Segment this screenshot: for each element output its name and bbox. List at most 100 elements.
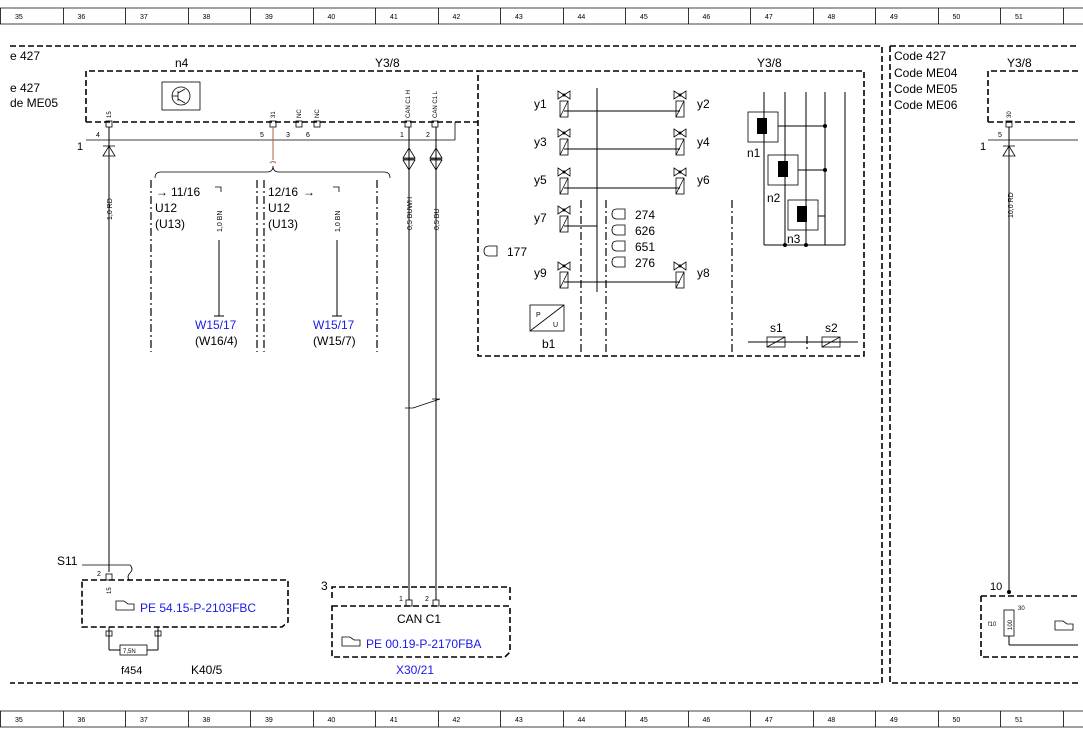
ruler-number: 43 [515, 717, 523, 724]
ruler-number: 43 [515, 14, 523, 21]
w-ref1-a[interactable]: W15/17 [195, 318, 237, 332]
ruler-number: 50 [953, 14, 961, 21]
code-left-3: de ME05 [10, 96, 58, 110]
ruler-number: 42 [453, 717, 461, 724]
x30-label[interactable]: X30/21 [396, 663, 434, 677]
f454-label: f454 [121, 665, 142, 677]
ruler-number: 40 [328, 14, 336, 21]
pin-num-4: 4 [96, 132, 100, 139]
ref2-c: (U13) [268, 217, 298, 231]
code-right-2: Code ME04 [894, 66, 958, 80]
ruler-number: 39 [265, 717, 273, 724]
code-left-1: e 427 [10, 49, 40, 63]
solenoid-valve-icon [673, 128, 687, 156]
valve-y7: y7 [534, 211, 547, 225]
k40-pe-ref[interactable]: PE 54.15-P-2103FBC [140, 601, 256, 615]
y38-control-unit-box [85, 70, 478, 123]
pin-num-1: 1 [400, 132, 404, 139]
pressure-sensor-b1 [529, 304, 565, 332]
x30-pins [405, 599, 440, 607]
pin-31: 31 [271, 111, 277, 118]
ruler-number: 41 [390, 14, 398, 21]
bn-wire-2 [332, 186, 342, 317]
valve-y4: y4 [697, 135, 710, 149]
k40-label: K40/5 [191, 663, 223, 677]
bottom-ruler [0, 710, 1083, 728]
variant-code-1: 274 [635, 208, 655, 222]
pump-relays [731, 92, 846, 352]
y38-label-right: Y3/8 [1007, 56, 1032, 70]
n3-label: n3 [787, 232, 801, 246]
pin-can-h: CAN C1 H [406, 90, 412, 118]
n1-label: n1 [747, 146, 761, 160]
pin-num-6: 6 [306, 132, 310, 139]
ruler-number: 51 [1015, 14, 1023, 21]
s11-wire [82, 564, 133, 582]
k40-box [81, 579, 289, 628]
connector-pins [86, 120, 456, 141]
can-wires [402, 127, 443, 600]
ref1-b: U12 [155, 201, 177, 215]
solenoid-valve-icon [673, 167, 687, 195]
ruler-number: 40 [328, 717, 336, 724]
ref1-a: 11/16 [171, 185, 200, 199]
top-ruler [0, 7, 1083, 25]
wire-label-rd-right: 10,0 RD [1008, 192, 1015, 218]
ref2-a: 12/16 [268, 185, 298, 199]
ruler-number: 47 [765, 717, 773, 724]
solenoid-valve-icon [557, 90, 571, 118]
w-ref2-a[interactable]: W15/17 [313, 318, 355, 332]
ref1-c: (U13) [155, 217, 185, 231]
ref2-arrow-text: → [303, 185, 315, 199]
variant-icon-177 [483, 245, 498, 257]
ruler-number: 37 [140, 14, 148, 21]
pin-num-5: 5 [260, 132, 264, 139]
valve-y9: y9 [534, 266, 547, 280]
wire-label-buwh: 0,5 BUWH [407, 197, 414, 230]
node-10: 10 [990, 581, 1002, 593]
ruler-number: 36 [78, 717, 86, 724]
ruler-number: 37 [140, 717, 148, 724]
wire-brown [154, 127, 391, 179]
x30-pin-3: 3 [321, 579, 328, 593]
code-left-2: e 427 [10, 81, 40, 95]
ruler-number: 38 [203, 717, 211, 724]
right-pin-30: 30 [1007, 111, 1013, 118]
ruler-number: 35 [15, 717, 23, 724]
variant-icon-276 [611, 256, 626, 268]
pin-nc-2: NC [315, 109, 321, 118]
ruler-number: 48 [828, 14, 836, 21]
n4-label: n4 [175, 56, 189, 70]
bn-wire-1 [214, 186, 224, 317]
pin-num-2: 2 [426, 132, 430, 139]
ruler-number: 36 [78, 14, 86, 21]
solenoid-valve-icon [557, 205, 571, 233]
transistor-icon [161, 81, 201, 111]
w-ref2-b: (W15/7) [313, 334, 356, 348]
variant-code-4: 276 [635, 256, 655, 270]
y38-hydraulic-box [477, 70, 865, 357]
wire-label-bn2: 1,0 BN [335, 211, 342, 232]
n2-label: n2 [767, 191, 781, 205]
code-177: 177 [507, 245, 527, 259]
variant-code-3: 651 [635, 240, 655, 254]
valve-manifold [564, 88, 680, 352]
variant-code-list [611, 208, 626, 268]
solenoid-valve-icon [557, 167, 571, 195]
right-pin [988, 120, 1078, 592]
f10-value: 100 [1008, 619, 1014, 630]
ref-box-1 [150, 180, 378, 352]
ruler-number: 44 [578, 14, 586, 21]
x30-pin-2: 2 [425, 596, 429, 603]
valve-y5: y5 [534, 173, 547, 187]
fuse-f10 [1003, 609, 1078, 646]
ruler-number: 41 [390, 717, 398, 724]
x30-pe-ref[interactable]: PE 00.19-P-2170FBA [366, 637, 481, 651]
right-pe-icon [1054, 620, 1074, 631]
b1-u: U [553, 322, 558, 329]
ruler-number: 46 [703, 14, 711, 21]
valve-y3: y3 [534, 135, 547, 149]
ruler-number: 46 [703, 717, 711, 724]
solenoid-valve-icon [673, 90, 687, 118]
